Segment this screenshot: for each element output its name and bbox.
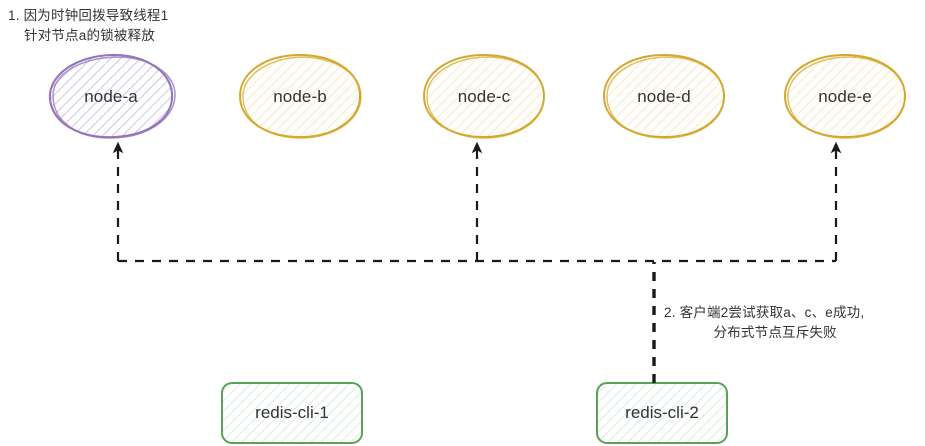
node-d[interactable]: [602, 53, 726, 139]
node-d-sketch-overstroke: [606, 56, 725, 139]
node-e-sketch-overstroke: [787, 56, 906, 139]
node-c[interactable]: [422, 53, 546, 139]
node-d-label: node-d: [637, 87, 691, 106]
node-b[interactable]: [238, 53, 362, 139]
node-c-sketch-overstroke: [426, 56, 545, 139]
annotation-2-line-2: 分布式节点互斥失败: [713, 325, 837, 340]
annotation-1-line-2: 针对节点a的锁被释放: [24, 28, 156, 43]
redis-cli-1[interactable]: [221, 382, 363, 444]
redis-cli-1-shape: [221, 382, 363, 444]
redis-cli-2-shape: [596, 382, 728, 444]
node-c-label: node-c: [457, 87, 511, 106]
node-a-label: node-a: [84, 87, 138, 106]
annotation-1-line-1: 1. 因为时钟回拨导致线程1: [8, 8, 169, 23]
node-a-sketch-overstroke: [52, 56, 176, 139]
redis-cli-2[interactable]: [596, 382, 728, 444]
annotation-2: 2. 客户端2尝试获取a、c、e成功, 分布式节点互斥失败: [664, 303, 864, 343]
node-a-shape: [48, 53, 174, 139]
node-b-label: node-b: [273, 87, 327, 106]
annotation-1: 1. 因为时钟回拨导致线程1 针对节点a的锁被释放: [8, 6, 168, 46]
node-a[interactable]: [48, 53, 176, 139]
node-e-label: node-e: [818, 87, 872, 106]
node-e[interactable]: [783, 53, 907, 139]
annotation-2-line-1: 2. 客户端2尝试获取a、c、e成功,: [664, 305, 865, 320]
node-b-sketch-overstroke: [242, 56, 362, 139]
redis-cli-2-label: redis-cli-2: [625, 403, 699, 422]
redis-cli-1-label: redis-cli-1: [255, 403, 329, 422]
